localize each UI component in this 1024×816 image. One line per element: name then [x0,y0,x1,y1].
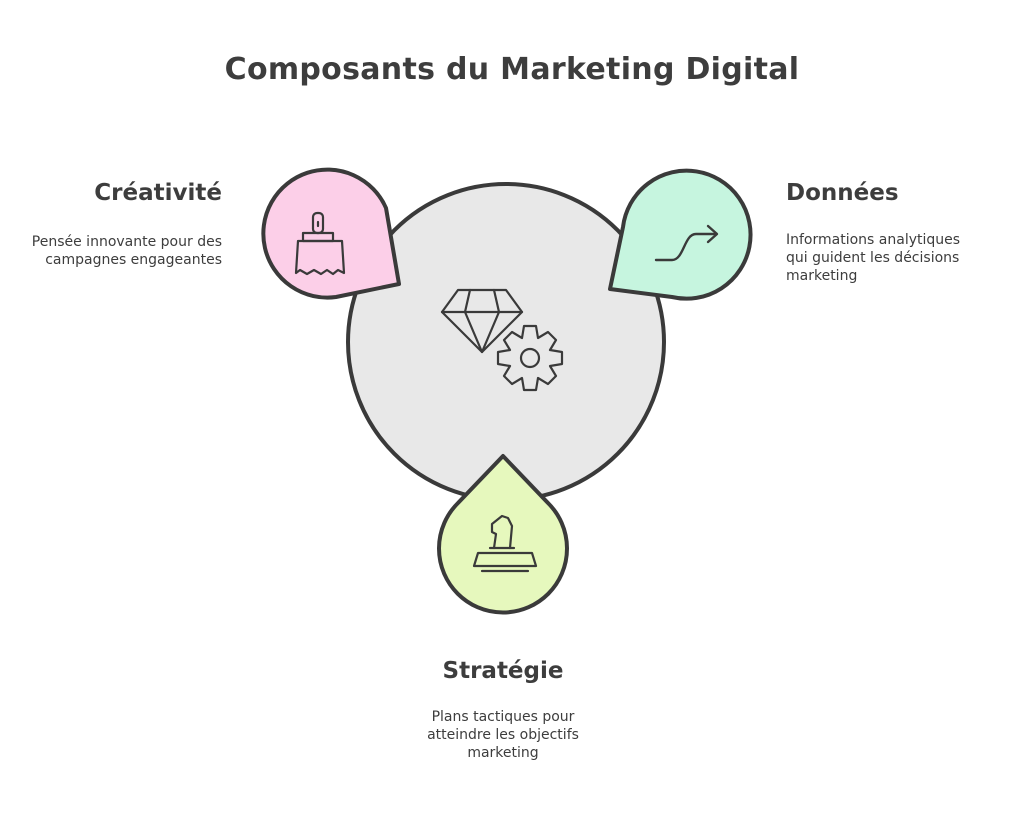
strategie-node [437,454,569,615]
strategie-description: Plans tactiques pour atteindre les objec… [386,708,620,762]
trend-arrow-icon [654,224,719,262]
chess-knight-icon [472,514,538,573]
diagram-title: Composants du Marketing Digital [224,52,800,87]
donnees-description: Informations analytiques qui guident les… [786,231,1016,285]
creativite-description-line: Pensée innovante pour des [31,234,222,250]
donnees-description-line: Informations analytiques [786,232,961,248]
donnees-description-line: marketing [786,268,858,284]
diamond-icon [440,288,524,354]
donnees-node [608,168,753,301]
creativite-description: Pensée innovante pour des campagnes enga… [10,233,222,269]
strategie-description-line: Plans tactiques pour [431,709,575,725]
strategie-description-line: marketing [467,745,539,761]
strategie-title: Stratégie [442,658,564,684]
donnees-description-line: qui guident les décisions [786,250,960,266]
strategie-description-line: atteindre les objectifs [427,727,579,743]
creativite-description-line: campagnes engageantes [45,252,222,268]
creativite-title: Créativité [94,180,222,206]
gear-icon [496,324,564,392]
donnees-title: Données [786,180,899,206]
paintbrush-icon [294,211,346,276]
